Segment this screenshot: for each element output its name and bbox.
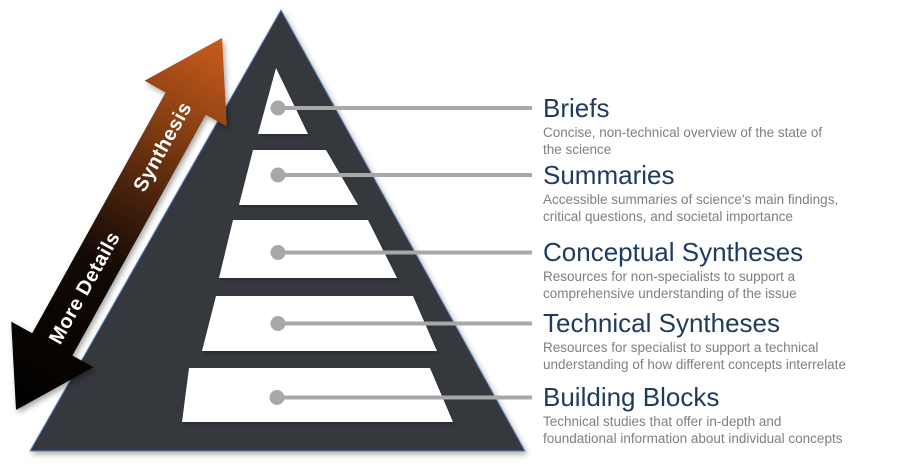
pyramid-shape — [29, 9, 526, 452]
level-label-technical-syntheses: Technical Syntheses — [543, 308, 781, 338]
pyramid-level-cutout-conceptual-syntheses — [219, 220, 397, 278]
leader-dots — [269, 100, 286, 405]
level-description-building-blocks: Technical studies that offer in-depth an… — [543, 414, 843, 446]
leader-dot-technical-syntheses — [270, 316, 286, 331]
level-description-summaries: Accessible summaries of science's main f… — [543, 192, 839, 224]
level-text-building-blocks: Building Blocks Technical studies that o… — [543, 382, 895, 447]
leader-dot-summaries — [270, 167, 286, 183]
level-text-briefs: Briefs Concise, non-technical overview o… — [543, 93, 895, 158]
level-description-conceptual-syntheses: Resources for non-specialists to support… — [543, 269, 797, 301]
level-label-briefs: Briefs — [543, 93, 610, 123]
level-label-conceptual-syntheses: Conceptual Syntheses — [543, 237, 804, 267]
level-text-technical-syntheses: Technical Syntheses Resources for specia… — [543, 308, 895, 373]
pyramid-level-cutout-building-blocks — [182, 368, 453, 422]
level-label-summaries: Summaries — [543, 160, 675, 190]
leader-lines — [277, 106, 532, 400]
leader-dot-briefs — [270, 100, 286, 116]
pyramid-level-cutout-briefs — [258, 68, 308, 134]
level-label-building-blocks: Building Blocks — [543, 382, 720, 412]
level-text-conceptual-syntheses: Conceptual Syntheses Resources for non-s… — [543, 237, 895, 302]
level-text-summaries: Summaries Accessible summaries of scienc… — [543, 160, 895, 225]
level-description-technical-syntheses: Resources for specialist to support a te… — [543, 340, 846, 372]
leader-dot-conceptual-syntheses — [270, 245, 286, 260]
double-arrow-shape — [11, 38, 227, 410]
leader-dot-building-blocks — [269, 390, 285, 405]
level-description-briefs: Concise, non-technical overview of the s… — [543, 125, 823, 157]
pyramid-level-cutout-summaries — [239, 150, 358, 205]
